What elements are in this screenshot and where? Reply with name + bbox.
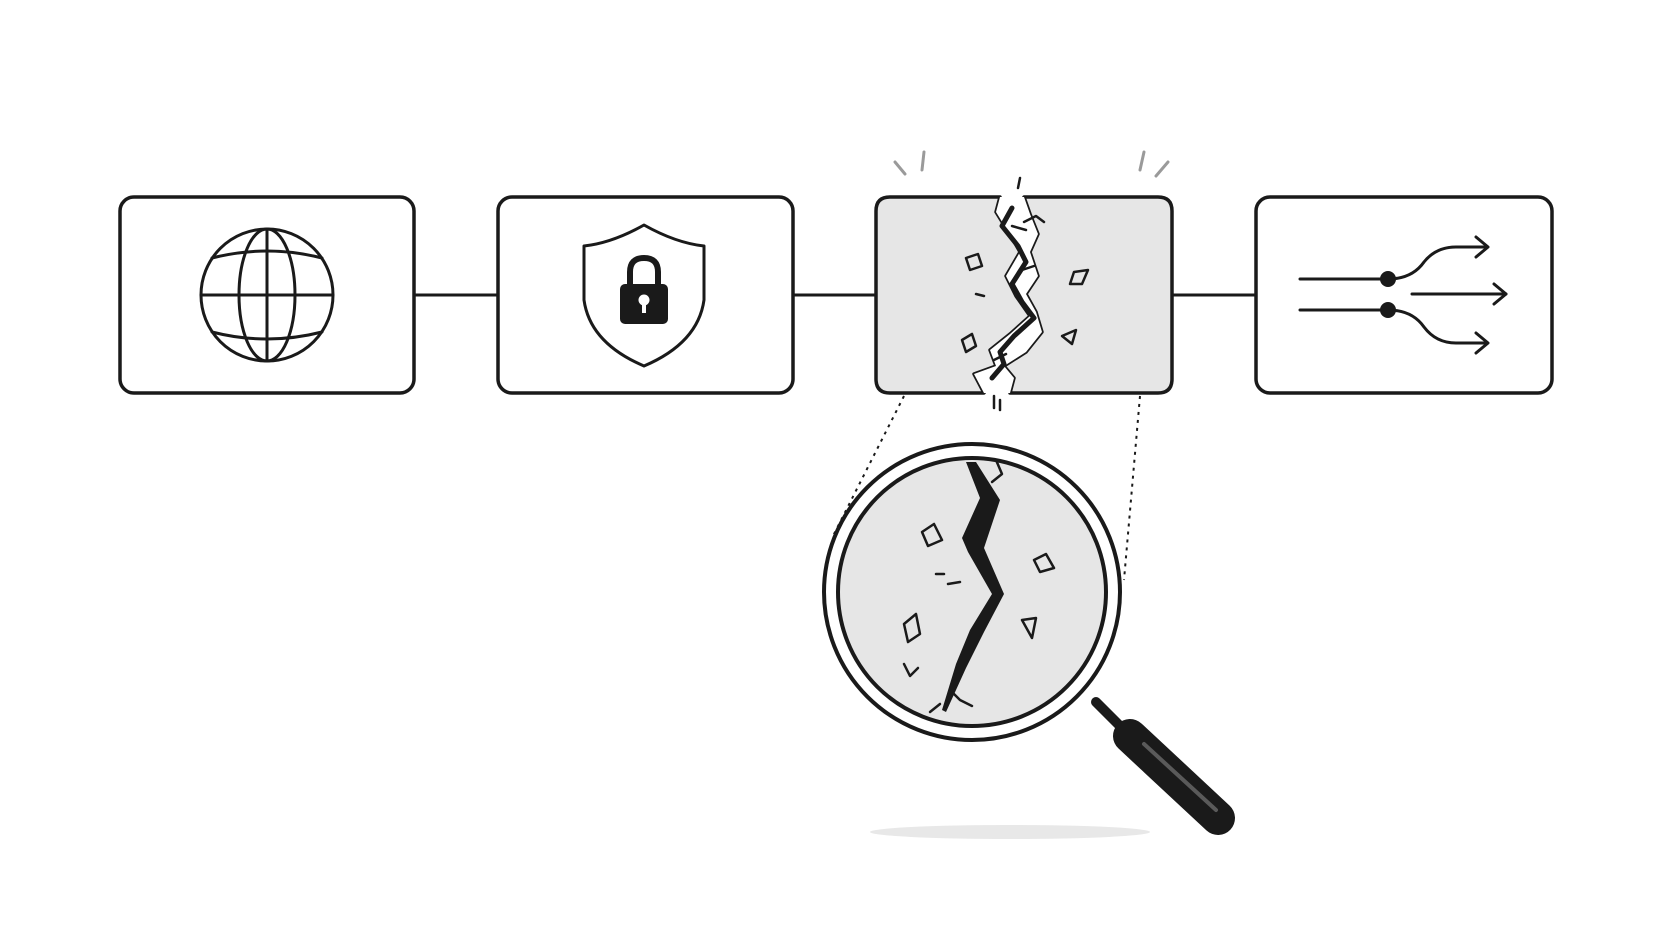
branch-node [1380, 271, 1396, 287]
split-arrows-icon [1298, 235, 1508, 355]
magnified-crack [942, 462, 1004, 712]
break-sparks [893, 150, 1170, 178]
stage-security [496, 195, 795, 395]
shield-icon [582, 223, 706, 368]
stage-internet [118, 195, 416, 395]
magnifying-glass-icon [822, 442, 1235, 835]
stage-box [1254, 195, 1554, 395]
branch-node [1380, 302, 1396, 318]
magnified-debris [902, 522, 1056, 678]
stage-routing [1254, 195, 1554, 395]
crack-line [974, 197, 1042, 393]
lock-icon [620, 255, 668, 324]
zoom-guides [831, 395, 1141, 581]
stage-broken [874, 150, 1174, 412]
debris-fragments [960, 252, 1090, 354]
globe-icon [199, 227, 335, 363]
magnifier-shadow [870, 825, 1150, 839]
